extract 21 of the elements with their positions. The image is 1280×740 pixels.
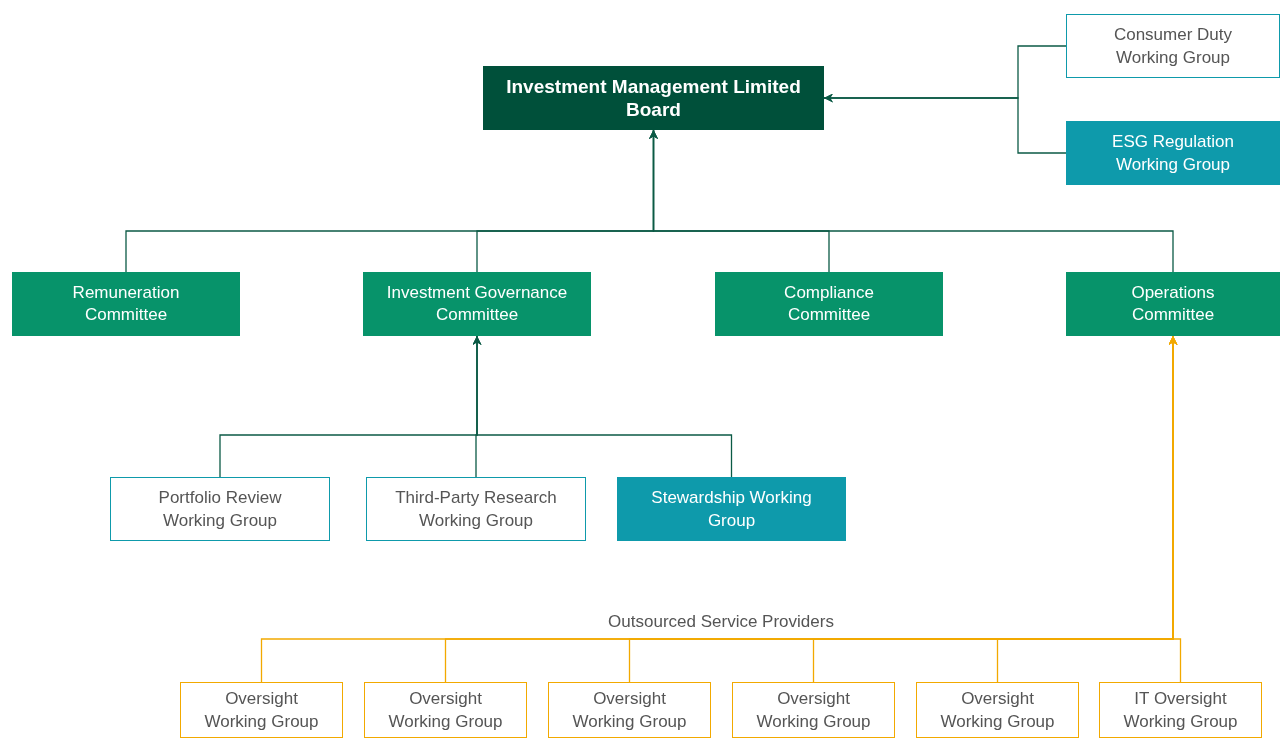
working-group-box: Portfolio Review Working Group bbox=[110, 477, 330, 541]
working-group-box: IT Oversight Working Group bbox=[1099, 682, 1262, 738]
committee-box: Operations Committee bbox=[1066, 272, 1280, 336]
working-group-box: Stewardship Working Group bbox=[617, 477, 846, 541]
committee-box: Investment Governance Committee bbox=[363, 272, 591, 336]
working-group-box: Consumer Duty Working Group bbox=[1066, 14, 1280, 78]
working-group-box: Third-Party Research Working Group bbox=[366, 477, 586, 541]
working-group-box: Oversight Working Group bbox=[916, 682, 1079, 738]
group-label: Outsourced Service Providers bbox=[607, 611, 835, 633]
working-group-box: Oversight Working Group bbox=[180, 682, 343, 738]
arrow bbox=[823, 93, 1067, 154]
committee-box: Compliance Committee bbox=[715, 272, 943, 336]
arrow bbox=[649, 129, 1174, 273]
board-box: Investment Management Limited Board bbox=[483, 66, 824, 130]
working-group-box: Oversight Working Group bbox=[732, 682, 895, 738]
committee-box: Remuneration Committee bbox=[12, 272, 240, 336]
working-group-box: Oversight Working Group bbox=[548, 682, 711, 738]
working-group-box: Oversight Working Group bbox=[364, 682, 527, 738]
arrow bbox=[1168, 335, 1182, 683]
working-group-box: ESG Regulation Working Group bbox=[1066, 121, 1280, 185]
arrow bbox=[472, 335, 733, 478]
